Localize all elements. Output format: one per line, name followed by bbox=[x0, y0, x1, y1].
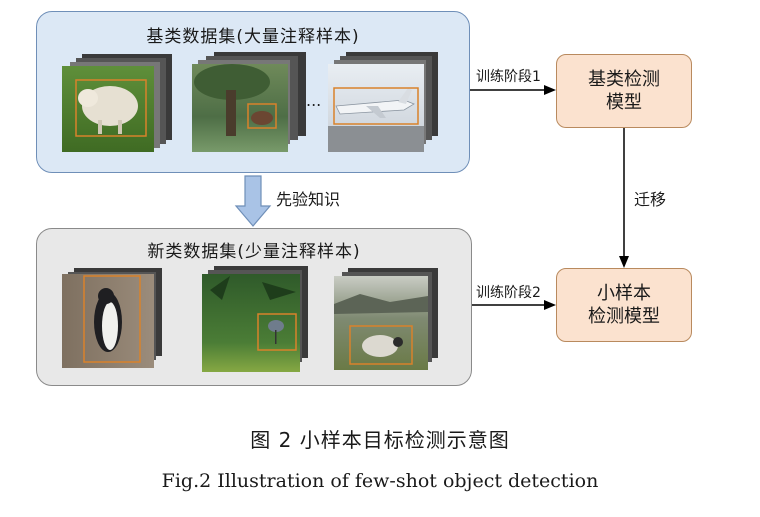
arrow-prior-knowledge bbox=[234, 175, 272, 227]
arrow-training-stage-2 bbox=[472, 300, 556, 310]
fewshot-model-line2: 检测模型 bbox=[588, 306, 660, 327]
novel-dataset-title: 新类数据集(少量注释样本) bbox=[147, 242, 361, 262]
photo-stack-penguin bbox=[62, 268, 162, 368]
photo-stack-sheep bbox=[62, 54, 172, 152]
fewshot-detection-model: 小样本 检测模型 bbox=[556, 268, 692, 342]
photo-stack-airplane bbox=[328, 52, 438, 152]
photo-stack-cow bbox=[192, 52, 306, 152]
stack-ellipsis: ... bbox=[306, 91, 321, 110]
label-transfer: 迁移 bbox=[634, 190, 667, 209]
base-model-line1: 基类检测 bbox=[588, 69, 660, 90]
arrow-training-stage-1 bbox=[470, 85, 556, 95]
label-training-stage-1: 训练阶段1 bbox=[476, 69, 541, 85]
figure-caption-english: Fig.2 Illustration of few-shot object de… bbox=[161, 470, 599, 492]
photo-stack-bird bbox=[202, 266, 308, 372]
base-model-line2: 模型 bbox=[606, 92, 642, 113]
label-prior-knowledge: 先验知识 bbox=[276, 190, 341, 209]
photo-stack-hill-sheep bbox=[334, 268, 438, 370]
fewshot-model-line1: 小样本 bbox=[597, 283, 651, 304]
base-dataset-title: 基类数据集(大量注释样本) bbox=[146, 27, 360, 47]
figure-caption-chinese: 图 2 小样本目标检测示意图 bbox=[250, 428, 510, 452]
label-training-stage-2: 训练阶段2 bbox=[476, 285, 541, 301]
base-detection-model: 基类检测 模型 bbox=[556, 54, 692, 128]
arrow-transfer bbox=[619, 128, 629, 268]
